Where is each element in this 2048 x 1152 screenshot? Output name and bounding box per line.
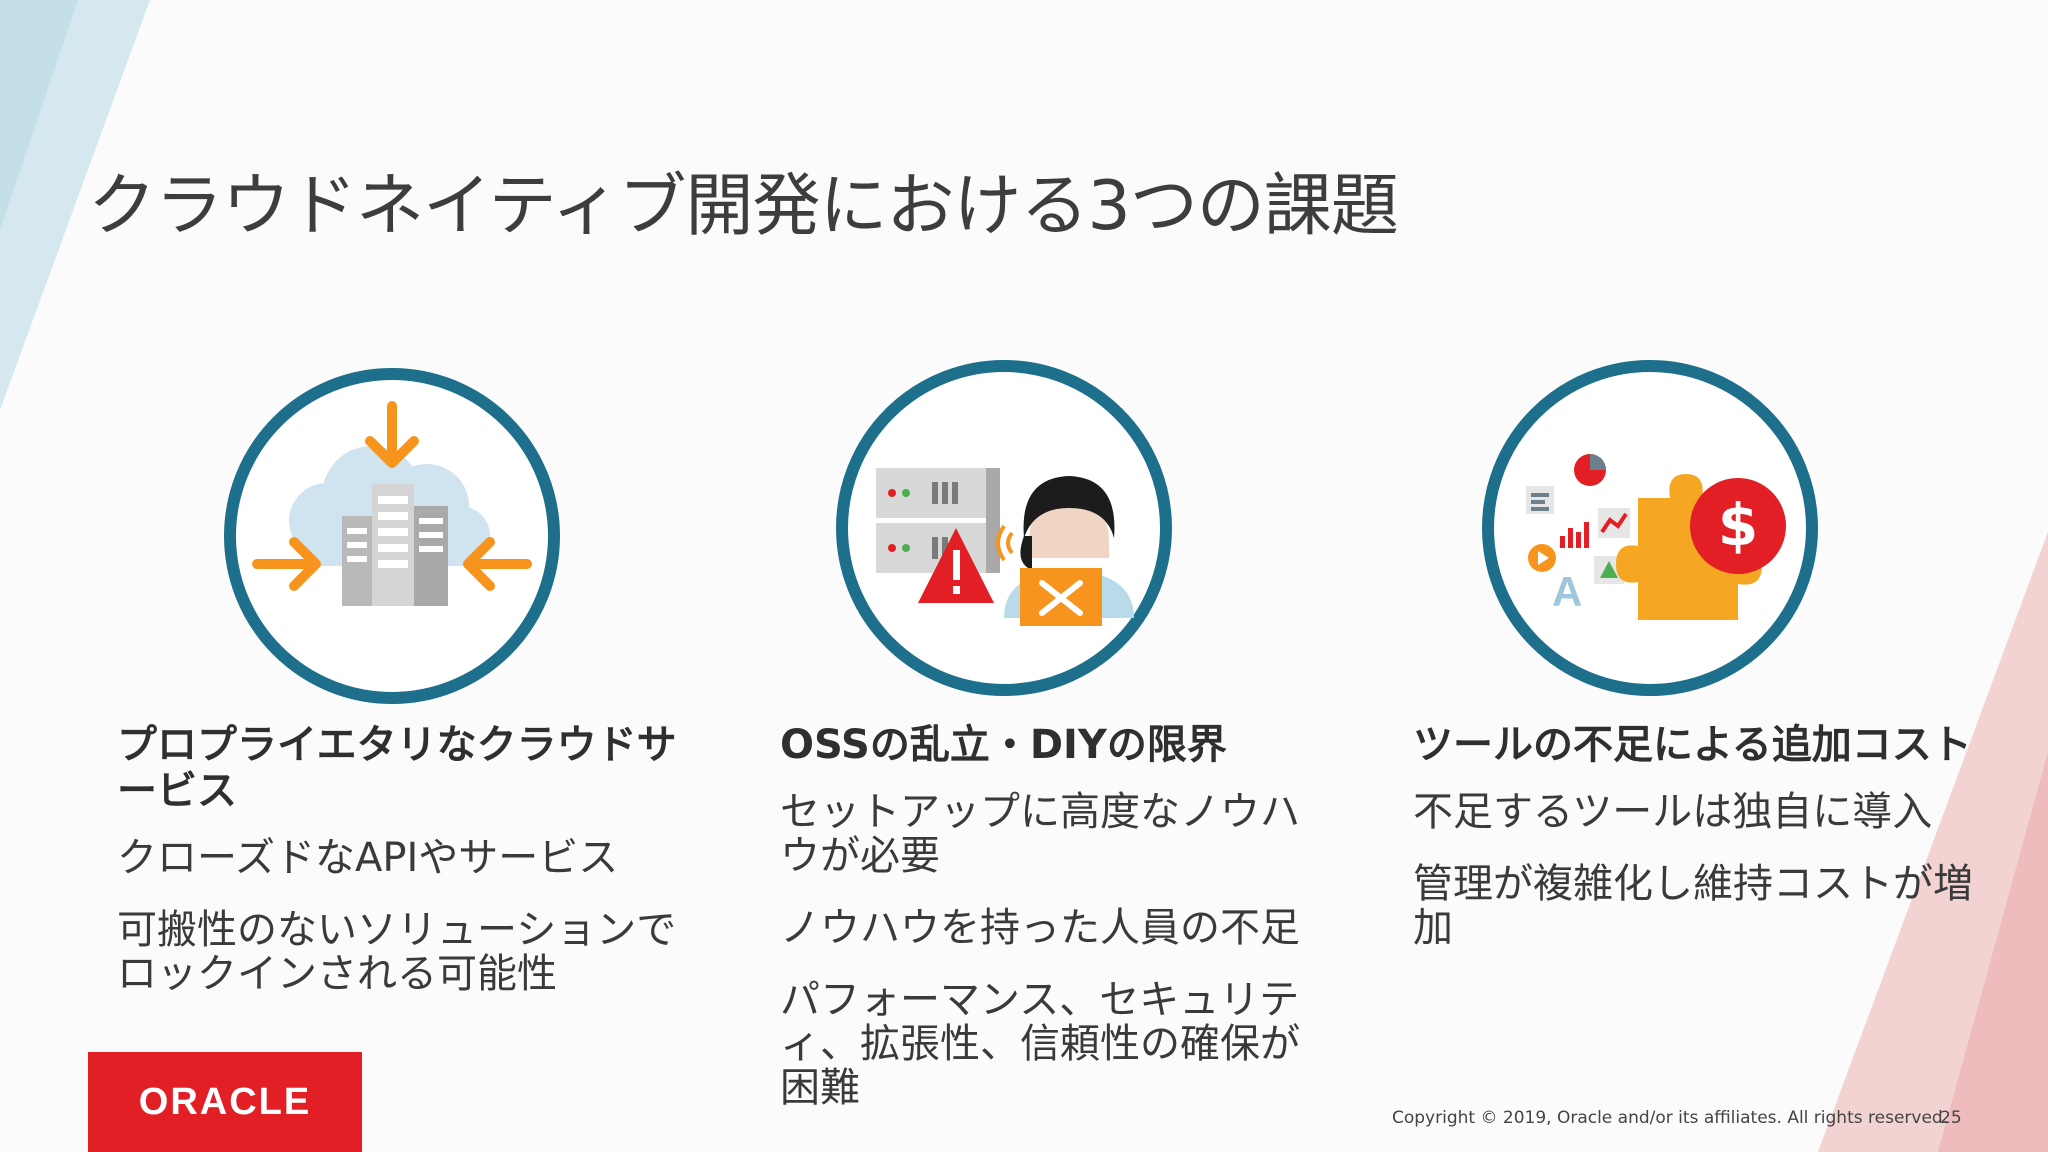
- decorative-stripe-right: [1818, 532, 2048, 1152]
- slide-title: クラウドネイティブ開発における3つの課題: [88, 167, 1399, 246]
- challenge-item: セットアップに高度なノウハウが必要: [780, 789, 1300, 879]
- copyright-text: Copyright © 2019, Oracle and/or its affi…: [1392, 1108, 1949, 1128]
- challenge-heading: ツールの不足による追加コスト: [1413, 722, 1972, 768]
- challenge-item: クローズドなAPIやサービス: [117, 835, 619, 881]
- challenge-heading: OSSの乱立・DIYの限界: [780, 722, 1227, 768]
- decorative-stripe-left: [0, 0, 150, 410]
- server-warning-support-icon: [836, 360, 1172, 696]
- challenge-column-proprietary: プロプライエタリなクラウドサービス クローズドなAPIやサービス 可搬性のないソ…: [117, 722, 677, 1024]
- challenge-item: パフォーマンス、セキュリティ、拡張性、信頼性の確保が困難: [780, 977, 1300, 1111]
- page-number: 25: [1940, 1108, 1962, 1128]
- challenge-column-tools: ツールの不足による追加コスト 不足するツールは独自に導入 管理が複雑化し維持コス…: [1413, 722, 1973, 978]
- challenge-item: 可搬性のないソリューションでロックインされる可能性: [117, 907, 677, 997]
- challenge-item: 管理が複雑化し維持コストが増加: [1413, 861, 1973, 951]
- tools-puzzle-cost-icon: A $: [1482, 360, 1818, 696]
- challenge-item: ノウハウを持った人員の不足: [780, 905, 1300, 951]
- challenge-heading: プロプライエタリなクラウドサービス: [117, 722, 677, 814]
- cloud-datacenter-lockin-icon: [224, 368, 560, 704]
- challenge-column-oss: OSSの乱立・DIYの限界 セットアップに高度なノウハウが必要 ノウハウを持った…: [780, 722, 1320, 1138]
- svg-text:$: $: [1718, 491, 1758, 559]
- challenge-item: 不足するツールは独自に導入: [1413, 789, 1933, 835]
- oracle-logo-text: ORACLE: [138, 1080, 312, 1123]
- oracle-logo: ORACLE: [88, 1052, 362, 1152]
- svg-text:A: A: [1552, 568, 1582, 615]
